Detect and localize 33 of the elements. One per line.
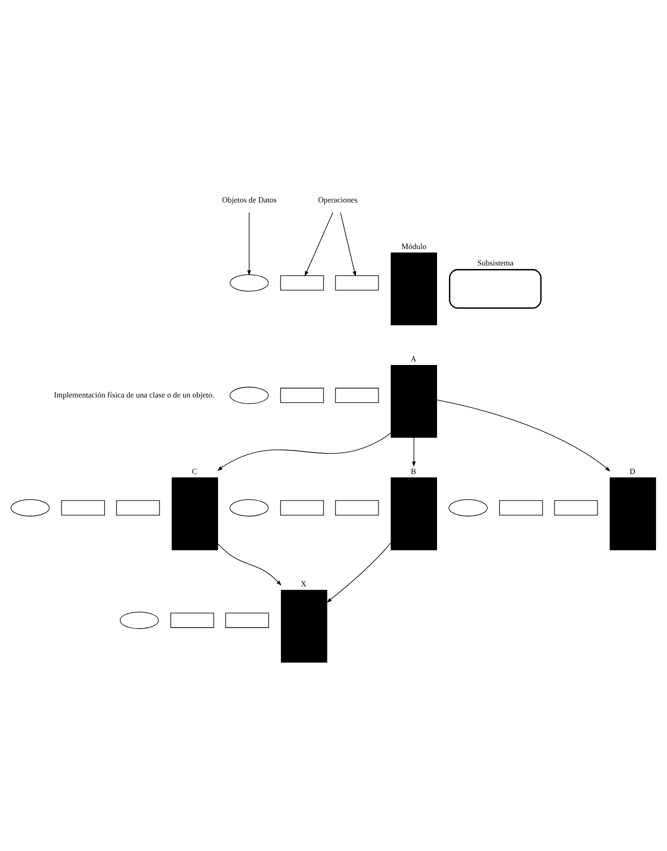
arrow xyxy=(218,544,282,586)
node-ellipse xyxy=(230,386,269,404)
node-box xyxy=(61,500,105,516)
node-box xyxy=(499,500,543,516)
node-box xyxy=(390,364,438,438)
node-box xyxy=(172,477,218,550)
arrow xyxy=(304,212,334,276)
arrow xyxy=(412,437,416,467)
node-box xyxy=(280,590,328,663)
node-box xyxy=(335,275,379,291)
node-box xyxy=(335,388,379,403)
node-ellipse xyxy=(448,499,488,516)
node-ellipse xyxy=(10,499,50,516)
node-ellipse xyxy=(120,612,159,629)
arrow xyxy=(436,400,610,472)
arrow xyxy=(326,542,392,603)
node-box xyxy=(116,500,160,516)
arrow xyxy=(217,432,391,471)
node-box xyxy=(390,477,438,550)
node-box xyxy=(280,388,324,403)
node-box xyxy=(170,612,214,628)
node-ellipse xyxy=(230,274,269,292)
node-box xyxy=(335,500,379,516)
node-box xyxy=(448,269,542,309)
node-box xyxy=(280,500,324,516)
node-box xyxy=(225,612,269,628)
arrow xyxy=(340,212,356,277)
node-box xyxy=(610,477,656,550)
node-ellipse xyxy=(230,499,269,516)
node-box xyxy=(554,500,598,516)
arrow xyxy=(247,212,251,276)
node-box xyxy=(390,252,438,326)
node-box xyxy=(280,275,324,291)
